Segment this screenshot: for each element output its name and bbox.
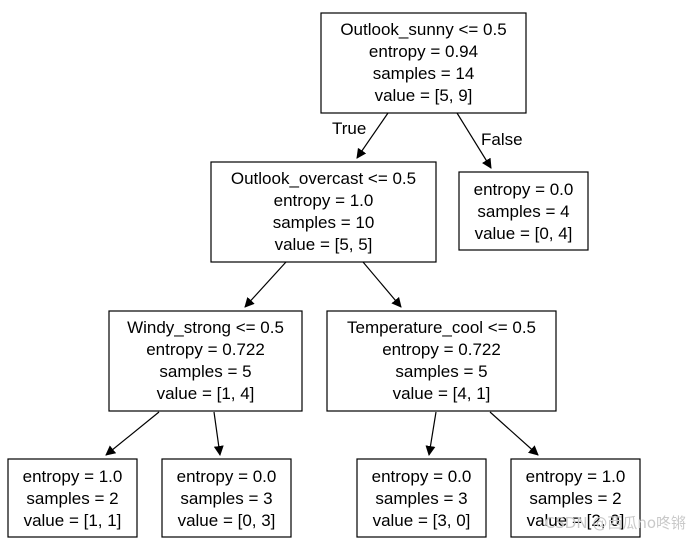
node-samples: samples = 3 (180, 489, 272, 508)
node-entropy: entropy = 1.0 (526, 467, 626, 486)
node-entropy: entropy = 0.94 (369, 42, 478, 61)
edge-temp-to-leaf-4 (489, 411, 539, 456)
node-entropy: entropy = 0.0 (372, 467, 472, 486)
edge-root-to-overcast (356, 112, 389, 159)
node-value: value = [5, 9] (375, 86, 473, 105)
node-entropy: entropy = 1.0 (274, 191, 374, 210)
node-box (108, 310, 303, 412)
tree-node-windy-strong: Windy_strong <= 0.5 entropy = 0.722 samp… (108, 310, 303, 412)
node-split-rule: Temperature_cool <= 0.5 (347, 318, 536, 337)
node-box (510, 458, 641, 538)
edge-label-false: False (481, 130, 523, 149)
tree-leaf-3: entropy = 0.0 samples = 3 value = [3, 0] (356, 458, 487, 538)
edge-temp-to-leaf-3 (425, 411, 437, 456)
node-split-rule: Outlook_overcast <= 0.5 (231, 169, 416, 188)
node-box (161, 458, 292, 538)
tree-node-root: Outlook_sunny <= 0.5 entropy = 0.94 samp… (320, 12, 527, 114)
node-box (320, 12, 527, 114)
edge-label-true: True (332, 119, 366, 138)
tree-edges (105, 112, 539, 456)
node-samples: samples = 2 (529, 489, 621, 508)
node-value: value = [0, 4] (475, 224, 573, 243)
node-box (210, 161, 437, 263)
edge-root-to-leaf-right (456, 112, 492, 169)
node-samples: samples = 3 (375, 489, 467, 508)
node-samples: samples = 2 (26, 489, 118, 508)
node-split-rule: Outlook_sunny <= 0.5 (340, 20, 506, 39)
node-samples: samples = 10 (273, 213, 375, 232)
node-split-rule: Windy_strong <= 0.5 (127, 318, 284, 337)
node-value: value = [3, 0] (373, 511, 471, 530)
node-box (458, 171, 589, 251)
node-value: value = [0, 3] (178, 511, 276, 530)
node-value: value = [1, 4] (157, 384, 255, 403)
node-samples: samples = 5 (395, 362, 487, 381)
node-value: value = [5, 5] (275, 235, 373, 254)
node-box (7, 458, 138, 538)
edge-overcast-to-windy (244, 261, 287, 308)
node-entropy: entropy = 0.0 (474, 180, 574, 199)
tree-node-temperature-cool: Temperature_cool <= 0.5 entropy = 0.722 … (326, 310, 557, 412)
edge-windy-to-leaf-2 (213, 411, 224, 456)
watermark: CSDN @西瓜no咚锵 (544, 514, 686, 532)
node-value: value = [2, 0] (527, 511, 625, 530)
node-entropy: entropy = 0.722 (382, 340, 501, 359)
tree-leaf-right: entropy = 0.0 samples = 4 value = [0, 4] (458, 171, 589, 251)
edge-windy-to-leaf-1 (105, 411, 160, 456)
tree-leaf-2: entropy = 0.0 samples = 3 value = [0, 3] (161, 458, 292, 538)
node-entropy: entropy = 0.722 (146, 340, 265, 359)
node-value: value = [1, 1] (24, 511, 122, 530)
node-entropy: entropy = 0.0 (177, 467, 277, 486)
edge-overcast-to-temp (362, 261, 402, 308)
node-box (326, 310, 557, 412)
node-value: value = [4, 1] (393, 384, 491, 403)
node-samples: samples = 14 (373, 64, 475, 83)
node-samples: samples = 5 (159, 362, 251, 381)
tree-leaf-1: entropy = 1.0 samples = 2 value = [1, 1] (7, 458, 138, 538)
node-entropy: entropy = 1.0 (23, 467, 123, 486)
tree-leaf-4: entropy = 1.0 samples = 2 value = [2, 0] (510, 458, 641, 538)
node-box (356, 458, 487, 538)
node-samples: samples = 4 (477, 202, 569, 221)
tree-node-outlook-overcast: Outlook_overcast <= 0.5 entropy = 1.0 sa… (210, 161, 437, 263)
